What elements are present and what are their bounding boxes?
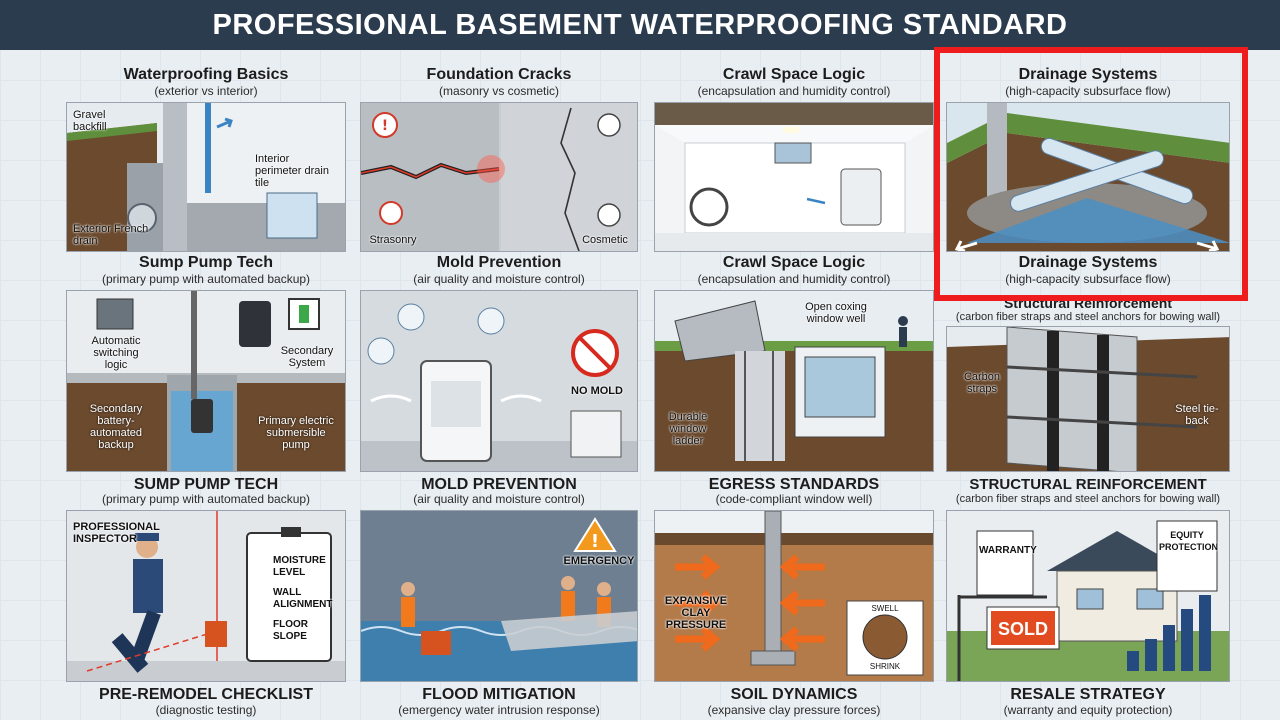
- tile-title: Foundation Cracks: [426, 66, 572, 83]
- caption-checklist: PRE-REMODEL CHECKLIST: [99, 686, 313, 703]
- label-masonry: Strasonry: [369, 234, 417, 246]
- mold-prevention-illustration: NO MOLD: [360, 290, 638, 472]
- highlight-box: [934, 47, 1248, 301]
- label-equity-protection: EQUITY PROTECTION: [1159, 530, 1219, 552]
- label-professional-inspector: PROFESSIONAL INSPECTOR: [73, 521, 160, 545]
- label-wall-alignment: WALL ALIGNMENT: [273, 587, 333, 610]
- label-window-ladder: Durable window ladder: [668, 411, 708, 447]
- caption-sump-pump-sub: (primary pump with automated backup): [101, 272, 311, 286]
- label-open-window-well: Open coxing window well: [805, 301, 867, 325]
- label-automatic-switching: Automatic switching logic: [91, 335, 141, 371]
- caption-flood-sub: (emergency water intrusion response): [398, 703, 600, 717]
- label-carbon-straps: Carbon straps: [963, 371, 1001, 395]
- flood-illustration: ! EMERGENCY: [360, 510, 638, 682]
- caption-structural-sub: (carbon fiber straps and steel anchors f…: [955, 311, 1221, 323]
- label-floor-slope: FLOOR SLOPE: [273, 619, 308, 642]
- label-secondary-backup: Secondary battery-automated backup: [89, 403, 143, 451]
- label-interior-drain: Interior perimeter drain tile: [255, 153, 329, 189]
- waterproofing-illustration: Gravel backfill Interior perimeter drain…: [66, 102, 346, 252]
- crawl-space-illustration: [654, 102, 934, 252]
- page-title: PROFESSIONAL BASEMENT WATERPROOFING STAN…: [212, 8, 1068, 41]
- label-expansive-clay: EXPANSIVE CLAY PRESSURE: [664, 595, 728, 631]
- sump-pump-illustration: Automatic switching logic Secondary Syst…: [66, 290, 346, 472]
- caption-structural-sub2: (carbon fiber straps and steel anchors f…: [955, 493, 1221, 505]
- header-banner: PROFESSIONAL BASEMENT WATERPROOFING STAN…: [0, 0, 1280, 50]
- structural-illustration: Carbon straps Steel tie-back: [946, 326, 1230, 472]
- caption-crawl-space: Crawl Space Logic: [722, 254, 866, 271]
- label-warranty: WARRANTY: [979, 545, 1037, 556]
- cracks-illustration: ! Strasonry Cosmetic: [360, 102, 638, 252]
- caption-resale-sub: (warranty and equity protection): [1003, 703, 1173, 717]
- caption-sump-sub: (primary pump with automated backup): [101, 492, 311, 506]
- checklist-illustration: PROFESSIONAL INSPECTOR MOISTURE LEVEL WA…: [66, 510, 346, 682]
- tile-drainage-systems: Drainage Systems (high-capacity subsurfa…: [946, 66, 1230, 290]
- label-steel-tieback: Steel tie-back: [1175, 403, 1219, 427]
- caption-sump-pump: SUMP PUMP TECH: [133, 476, 279, 493]
- label-sold: SOLD: [997, 619, 1048, 639]
- label-emergency: EMERGENCY: [563, 555, 635, 567]
- caption-mold-prevention: Mold Prevention: [436, 254, 562, 271]
- tile-title: Waterproofing Basics: [123, 66, 289, 83]
- label-secondary-system: Secondary System: [280, 345, 334, 369]
- caption-checklist-sub: (diagnostic testing): [155, 703, 257, 717]
- caption-flood: FLOOD MITIGATION: [422, 686, 576, 703]
- egress-illustration: Open coxing window well Durable window l…: [654, 290, 934, 472]
- tile-subtitle: (high-capacity subsurface flow): [1005, 84, 1171, 98]
- label-cosmetic: Cosmetic: [582, 234, 628, 246]
- tile-subtitle: (encapsulation and humidity control): [697, 84, 891, 98]
- tile-waterproofing-basics: Waterproofing Basics (exterior vs interi…: [66, 66, 346, 252]
- tile-title-lower: Drainage Systems: [1018, 254, 1158, 271]
- caption-egress: EGRESS STANDARDS: [708, 476, 880, 493]
- caption-structural-2: STRUCTURAL REINFORCEMENT: [969, 476, 1207, 493]
- tile-foundation-cracks: Foundation Cracks (masonry vs cosmetic) …: [360, 66, 638, 252]
- label-swell: SWELL: [871, 604, 899, 613]
- label-gravel-backfill: Gravel backfill: [73, 109, 107, 133]
- caption-mold-sub: (air quality and moisture control): [413, 272, 585, 286]
- label-no-mold: NO MOLD: [571, 385, 623, 397]
- caption-soil-sub: (expansive clay pressure forces): [707, 703, 881, 717]
- drainage-illustration: [946, 102, 1230, 252]
- tile-subtitle: (masonry vs cosmetic): [438, 84, 560, 98]
- soil-illustration: EXPANSIVE CLAY PRESSURE SWELL SHRINK: [654, 510, 934, 682]
- caption-resale: RESALE STRATEGY: [1010, 686, 1166, 703]
- label-shrink: SHRINK: [869, 662, 901, 671]
- caption-egress-sub: (code-compliant window well): [715, 492, 873, 506]
- label-exterior-french-drain: Exterior French drain: [73, 223, 149, 247]
- caption-mold: MOLD PREVENTION: [421, 476, 577, 493]
- caption-sump-pump-tech: Sump Pump Tech: [139, 254, 273, 271]
- label-primary-pump: Primary electric submersible pump: [258, 415, 334, 451]
- caption-soil: SOIL DYNAMICS: [730, 686, 858, 703]
- tile-subtitle: (exterior vs interior): [154, 84, 258, 98]
- svg-text:!: !: [591, 531, 599, 552]
- caption-crawl-sub: (encapsulation and humidity control): [697, 272, 891, 286]
- tile-subtitle-lower: (high-capacity subsurface flow): [1005, 272, 1171, 286]
- tile-title: Crawl Space Logic: [722, 66, 866, 83]
- tile-title: Drainage Systems: [1018, 66, 1158, 83]
- label-moisture-level: MOISTURE LEVEL: [273, 555, 326, 578]
- svg-text:!: !: [382, 118, 388, 134]
- tile-crawl-space-top: Crawl Space Logic (encapsulation and hum…: [654, 66, 934, 252]
- resale-illustration: WARRANTY EQUITY PROTECTION SOLD: [946, 510, 1230, 682]
- caption-mold-sub2: (air quality and moisture control): [413, 492, 585, 506]
